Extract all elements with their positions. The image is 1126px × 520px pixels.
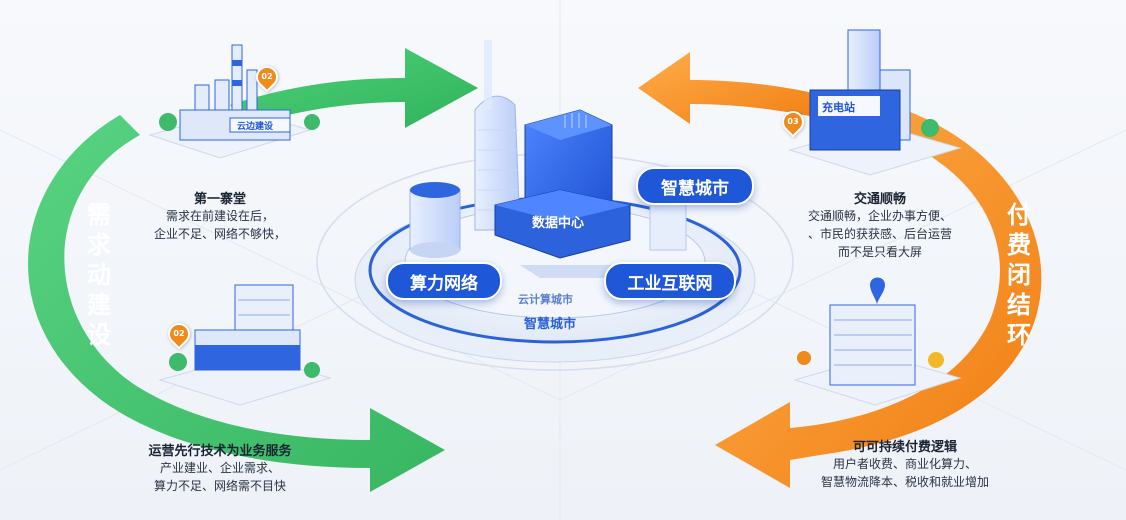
right-orange-arc — [715, 110, 1042, 488]
left-arc-label-char: 建 — [87, 291, 111, 319]
text-block-bottom-right: 可可持续付费逻辑 用户者收费、商业化算力、 智慧物流降本、税收和就业增加 — [770, 436, 1040, 491]
center-buildings — [409, 40, 690, 259]
block-line: 、市民的获获感、后台运营 — [807, 227, 952, 241]
right-arc-label-char: 费 — [1007, 231, 1031, 259]
right-arc-label-char: 环 — [1007, 321, 1031, 349]
top-orange-arrow — [638, 52, 835, 124]
block-line: 用户者收费、商业化算力、 — [832, 457, 977, 471]
block-title: 运营先行技术为业务服务 — [148, 444, 292, 459]
text-block-bottom-left: 运营先行技术为业务服务 产业建业、企业需求、 算力不足、网络需不目快 — [100, 440, 340, 495]
base-sub-label: 云计算城市 — [518, 293, 573, 306]
left-arc-label-char: 求 — [87, 231, 111, 259]
base-label: 智慧城市 — [524, 317, 577, 332]
block-line: 产业建业、企业需求、 — [159, 461, 280, 475]
block-title: 可可持续付费逻辑 — [852, 440, 957, 455]
left-green-arc — [28, 115, 446, 492]
right-arc-label-char: 付 — [1007, 201, 1031, 229]
left-arc-label-char: 设 — [87, 321, 111, 349]
text-block-top-right: 交通顺畅 交通顺畅，企业办事方便、 、市民的获获感、后台运营 而不是只看大屏 — [770, 188, 990, 261]
block-line: 需求在前建设在后， — [165, 209, 274, 223]
factory-illustration — [148, 44, 320, 159]
charging-sign: 充电站 — [822, 101, 855, 114]
block-line: 而不是只看大屏 — [837, 245, 922, 259]
pill-compute-network: 算力网络 — [386, 262, 502, 300]
block-line: 智慧物流降本、税收和就业增加 — [820, 475, 989, 489]
text-block-top-left: 第一寨堂 需求在前建设在后， 企业不足、网络不够快， — [120, 188, 320, 243]
pill-smart-city: 智慧城市 — [636, 167, 754, 205]
hospital-building-illustration — [793, 277, 962, 406]
right-arc-label-char: 闭 — [1007, 261, 1031, 289]
pill-industrial-internet: 工业互联网 — [604, 262, 736, 300]
top-green-arrow — [230, 48, 478, 128]
right-arc-label-char: 结 — [1007, 291, 1031, 319]
left-arc-label: 需求动建设 — [84, 200, 114, 350]
right-arc-label: 付费闭结环 — [1004, 200, 1034, 350]
block-line: 算力不足、网络需不目快 — [153, 479, 286, 493]
factory-sign: 云边建设 — [237, 122, 274, 132]
block-title: 第一寨堂 — [193, 192, 246, 207]
block-title: 交通顺畅 — [853, 192, 906, 207]
data-center-label: 数据中心 — [532, 216, 585, 231]
left-arc-label-char: 动 — [87, 261, 111, 289]
block-line: 企业不足、网络不够快， — [153, 227, 286, 241]
block-line: 交通顺畅，企业办事方便、 — [807, 209, 952, 223]
charging-station-illustration — [788, 29, 962, 176]
office-building-illustration — [158, 284, 332, 406]
left-arc-label-char: 需 — [87, 201, 111, 229]
